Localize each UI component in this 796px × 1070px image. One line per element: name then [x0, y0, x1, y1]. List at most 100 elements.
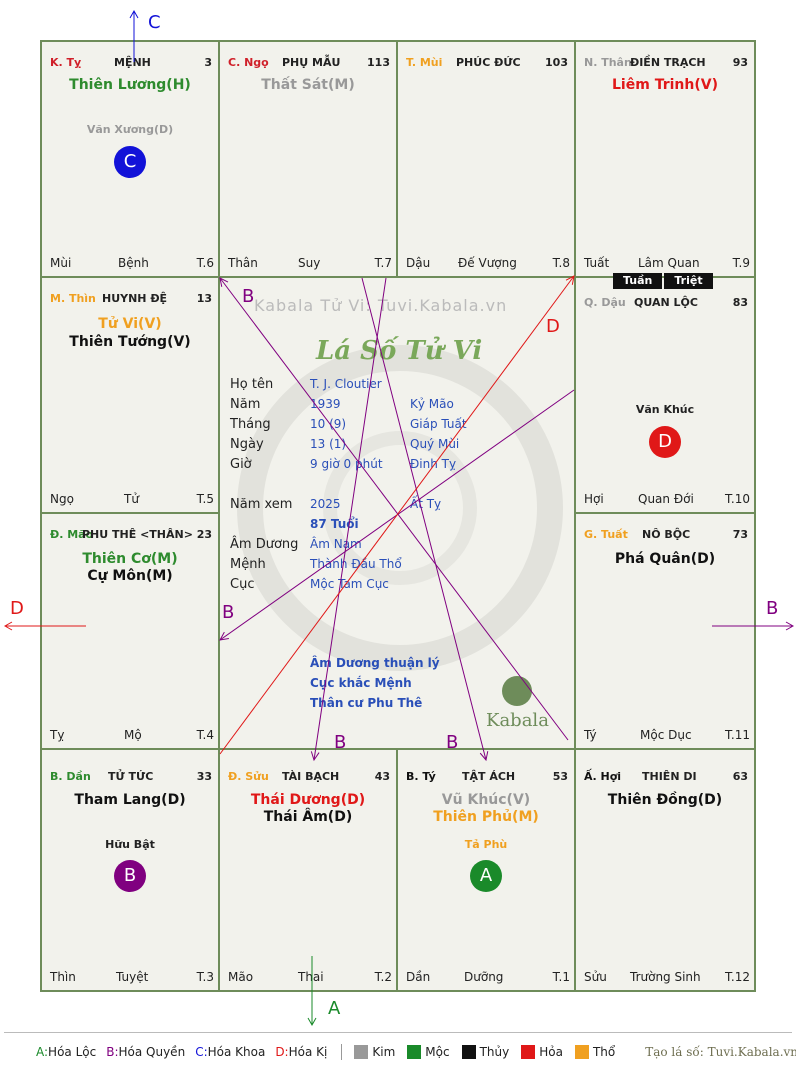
foot-mid: Thai — [298, 970, 324, 984]
cell-c-ngo: C. Ngọ PHỤ MẪU 113 Thất Sát(M) Thân Suy … — [218, 40, 398, 278]
outer-label-a: A — [328, 998, 341, 1019]
foot-mid: Lâm Quan — [638, 256, 700, 270]
palace-name: THIÊN DI — [642, 770, 697, 783]
foot-left: Tuất — [584, 256, 610, 270]
foot-mid: Mộ — [124, 728, 142, 742]
line-label-b: B — [222, 602, 235, 623]
palace-number: 3 — [204, 56, 212, 69]
info-extra: Đinh Tỵ — [410, 457, 457, 471]
legend-key: A: — [36, 1045, 49, 1059]
can-chi: Ấ. Hợi — [584, 770, 622, 783]
element-swatch — [407, 1045, 422, 1059]
foot-mid: Tuyệt — [116, 970, 149, 984]
outer-label-d: D — [10, 598, 24, 619]
legend-text: Hóa Lộc — [48, 1045, 97, 1059]
info-value: Mộc Tam Cục — [310, 577, 389, 591]
cell-t-mui: T. Mùi PHÚC ĐỨC 103 Dậu Đế Vượng T.8 — [396, 40, 576, 278]
legend-separator — [341, 1044, 343, 1060]
element-swatch — [354, 1045, 369, 1059]
foot-right: T.9 — [732, 256, 750, 270]
palace-name: PHU THÊ <THÂN> — [82, 528, 193, 541]
info-value: 13 (1) — [310, 437, 347, 451]
foot-right: T.1 — [552, 970, 570, 984]
info-extra: Quý Mùi — [410, 437, 460, 451]
palace-number: 113 — [367, 56, 390, 69]
cell-q-dau: Q. Dậu QUAN LỘC 83 Văn Khúc D Hợi Quan Đ… — [574, 276, 756, 514]
foot-mid: Đế Vượng — [458, 256, 517, 270]
info-extra: Kỷ Mão — [410, 397, 454, 411]
info-label: Giờ — [230, 457, 252, 472]
palace-name: PHỤ MẪU — [282, 56, 341, 69]
info-value: Thành Đầu Thổ — [310, 557, 402, 571]
cell-g-tuat: G. Tuất NÔ BỘC 73 Phá Quân(D) Tý Mộc Dục… — [574, 512, 756, 750]
info-extra: Ất Tỵ — [410, 497, 442, 511]
element-swatch — [461, 1045, 476, 1059]
foot-right: T.11 — [725, 728, 750, 742]
foot-left: Thìn — [50, 970, 76, 984]
palace-name: TÀI BẠCH — [282, 770, 340, 783]
info-label: Năm xem — [230, 497, 293, 512]
foot-mid: Dưỡng — [464, 970, 504, 984]
line-label-d: D — [546, 316, 560, 337]
palace-number: 53 — [552, 770, 568, 783]
credit-link[interactable]: Tạo lá số: Tuvi.Kabala.vn — [645, 1045, 796, 1059]
outer-label-c: C — [148, 12, 161, 33]
main-star: Thất Sát(M) — [261, 77, 355, 93]
element-label: Thủy — [479, 1045, 510, 1059]
info-label: Mệnh — [230, 557, 266, 572]
chart-title: Lá Số Tử Vi — [316, 336, 483, 366]
foot-left: Tý — [584, 728, 597, 742]
can-chi: N. Thân — [584, 56, 632, 69]
badge-d: D — [649, 426, 681, 458]
note: Âm Dương thuận lý — [310, 656, 440, 670]
legend-divider — [4, 1032, 792, 1033]
main-star: Vũ Khúc(V) — [441, 792, 531, 808]
info-label: Âm Dương — [230, 537, 299, 552]
foot-left: Sửu — [584, 970, 607, 984]
foot-left: Dần — [406, 970, 431, 984]
outer-label-b: B — [766, 598, 779, 619]
foot-mid: Tử — [124, 492, 139, 506]
element-label: Mộc — [425, 1045, 450, 1059]
foot-right: T.7 — [374, 256, 392, 270]
palace-name: NÔ BỘC — [642, 528, 691, 541]
palace-number: 33 — [196, 770, 212, 783]
minor-star: Hữu Bật — [105, 838, 155, 851]
can-chi: M. Thìn — [50, 292, 96, 305]
foot-left: Mùi — [50, 256, 72, 270]
cell-a-hoi: Ấ. Hợi THIÊN DI 63 Thiên Đồng(D) Sửu Trư… — [574, 748, 756, 992]
note: Cục khắc Mệnh — [310, 676, 412, 690]
cell-d-suu: Đ. Sửu TÀI BẠCH 43 Thái Dương(D) Thái Âm… — [218, 748, 398, 992]
tuan-tag: Tuần — [613, 273, 663, 289]
cell-n-than: N. Thân ĐIỀN TRẠCH 93 Liêm Trinh(V) Tuất… — [574, 40, 756, 278]
info-value: T. J. Cloutier — [310, 377, 382, 391]
main-star: Liêm Trinh(V) — [612, 77, 718, 93]
can-chi: B. Dần — [50, 770, 91, 783]
info-extra: Giáp Tuất — [410, 417, 467, 431]
element-label: Kim — [372, 1045, 396, 1059]
info-label: Tháng — [230, 417, 271, 432]
minor-star: Tả Phù — [464, 838, 508, 851]
badge-c: C — [114, 146, 146, 178]
legend-text: Hóa Khoa — [207, 1045, 266, 1059]
main-star: Phá Quân(D) — [614, 551, 716, 567]
minor-star: Văn Khúc — [635, 403, 695, 416]
main-star: Thiên Lương(H) — [69, 77, 191, 93]
palace-number: 103 — [545, 56, 568, 69]
foot-left: Thân — [228, 256, 258, 270]
foot-right: T.3 — [196, 970, 214, 984]
legend-text: Hóa Kị — [288, 1045, 328, 1059]
foot-left: Dậu — [406, 256, 431, 270]
can-chi: Đ. Mão — [50, 528, 94, 541]
palace-number: 63 — [732, 770, 748, 783]
element-swatch — [521, 1045, 536, 1059]
palace-name: HUYNH ĐỆ — [102, 292, 168, 305]
info-value: Âm Nam — [310, 537, 362, 551]
legend-key: B: — [106, 1045, 119, 1059]
palace-number: 43 — [374, 770, 390, 783]
info-value: 1939 — [310, 397, 341, 411]
element-label: Thổ — [592, 1045, 616, 1059]
legend-key: D: — [275, 1045, 289, 1059]
foot-right: T.10 — [725, 492, 750, 506]
